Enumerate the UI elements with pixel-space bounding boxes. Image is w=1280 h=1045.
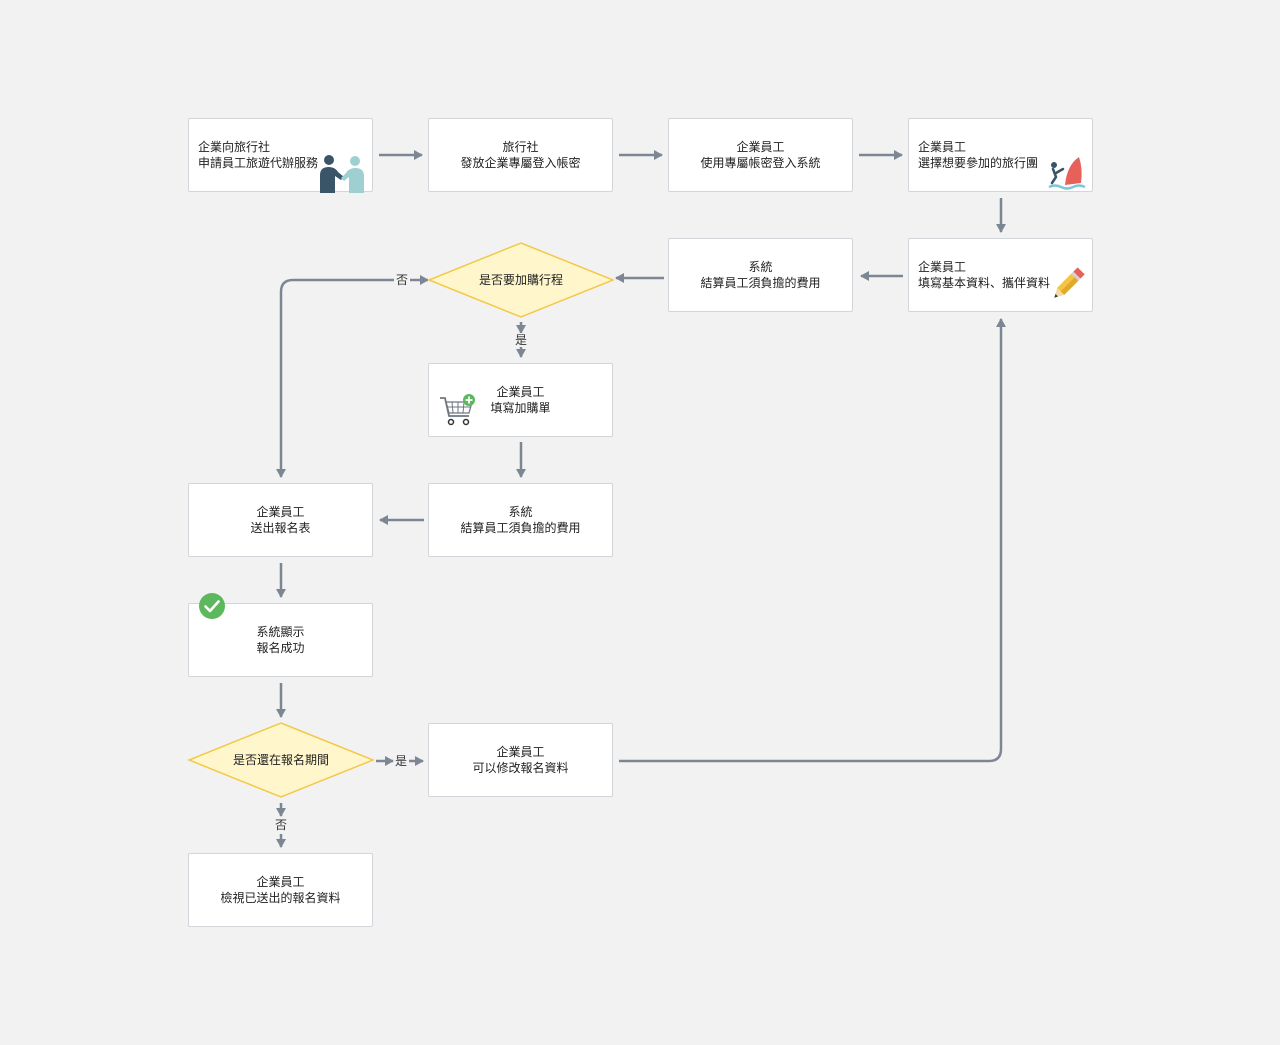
node-login-line2: 使用專屬帳密登入系統 xyxy=(700,156,821,170)
node-calc2-line1: 系統 xyxy=(508,505,533,519)
node-issue-line2: 發放企業專屬登入帳密 xyxy=(460,156,581,170)
decision-period-shape xyxy=(186,722,376,798)
edge-addon-yes-label: 是 xyxy=(514,333,529,347)
node-view-line2: 檢視已送出的報名資料 xyxy=(220,891,341,905)
node-login: 企業員工 使用專屬帳密登入系統 xyxy=(668,118,853,192)
node-fill-line1: 企業員工 xyxy=(918,260,967,274)
node-addon-form-line2: 填寫加購單 xyxy=(490,401,551,415)
node-modify: 企業員工 可以修改報名資料 xyxy=(428,723,613,797)
node-apply-line1: 企業向旅行社 xyxy=(198,140,271,154)
node-addon-form: 企業員工 填寫加購單 xyxy=(428,363,613,437)
node-calc2-line2: 結算員工須負擔的費用 xyxy=(460,521,581,535)
edge-period-no-label: 否 xyxy=(274,818,289,832)
node-choose-line2: 選擇想要參加的旅行團 xyxy=(918,156,1039,170)
node-login-line1: 企業員工 xyxy=(736,140,785,154)
node-modify-line2: 可以修改報名資料 xyxy=(472,761,569,775)
node-fill-line2: 填寫基本資料、攜伴資料 xyxy=(918,276,1051,290)
windsurfing-icon xyxy=(1048,157,1086,190)
node-submit: 企業員工 送出報名表 xyxy=(188,483,373,557)
edge-addon-no-to-submit xyxy=(276,278,394,478)
node-calc1: 系統 結算員工須負擔的費用 xyxy=(668,238,853,312)
shopping-cart-add-icon xyxy=(440,394,475,426)
node-view: 企業員工 檢視已送出的報名資料 xyxy=(188,853,373,927)
node-calc2: 系統 結算員工須負擔的費用 xyxy=(428,483,613,557)
edge-modify-to-fill xyxy=(619,318,1006,763)
node-calc1-line1: 系統 xyxy=(748,260,773,274)
node-choose: 企業員工 選擇想要參加的旅行團 xyxy=(908,118,1093,192)
node-submit-line1: 企業員工 xyxy=(256,505,305,519)
decision-period-label: 是否還在報名期間 xyxy=(232,753,329,767)
node-view-line1: 企業員工 xyxy=(256,875,305,889)
node-success-line1: 系統顯示 xyxy=(256,625,305,639)
node-calc1-line2: 結算員工須負擔的費用 xyxy=(700,276,821,290)
decision-addon-label: 是否要加購行程 xyxy=(478,273,563,287)
node-submit-line2: 送出報名表 xyxy=(250,521,311,535)
pencil-icon xyxy=(1054,267,1085,298)
node-apply-line2: 申請員工旅遊代辦服務 xyxy=(198,156,319,170)
edge-period-yes-label: 是 xyxy=(394,754,409,768)
node-choose-line1: 企業員工 xyxy=(918,140,967,154)
node-success-line2: 報名成功 xyxy=(256,641,305,655)
node-apply: 企業向旅行社 申請員工旅遊代辦服務 xyxy=(188,118,373,193)
check-circle-icon xyxy=(199,593,225,619)
node-issue-line1: 旅行社 xyxy=(502,140,539,154)
node-issue: 旅行社 發放企業專屬登入帳密 xyxy=(428,118,613,192)
node-modify-line1: 企業員工 xyxy=(496,745,545,759)
handshake-people-icon xyxy=(320,155,364,193)
node-addon-form-line1: 企業員工 xyxy=(496,385,545,399)
decision-addon-shape xyxy=(426,242,616,318)
edge-addon-no-label: 否 xyxy=(395,273,410,287)
node-fill: 企業員工 填寫基本資料、攜伴資料 xyxy=(908,238,1093,312)
